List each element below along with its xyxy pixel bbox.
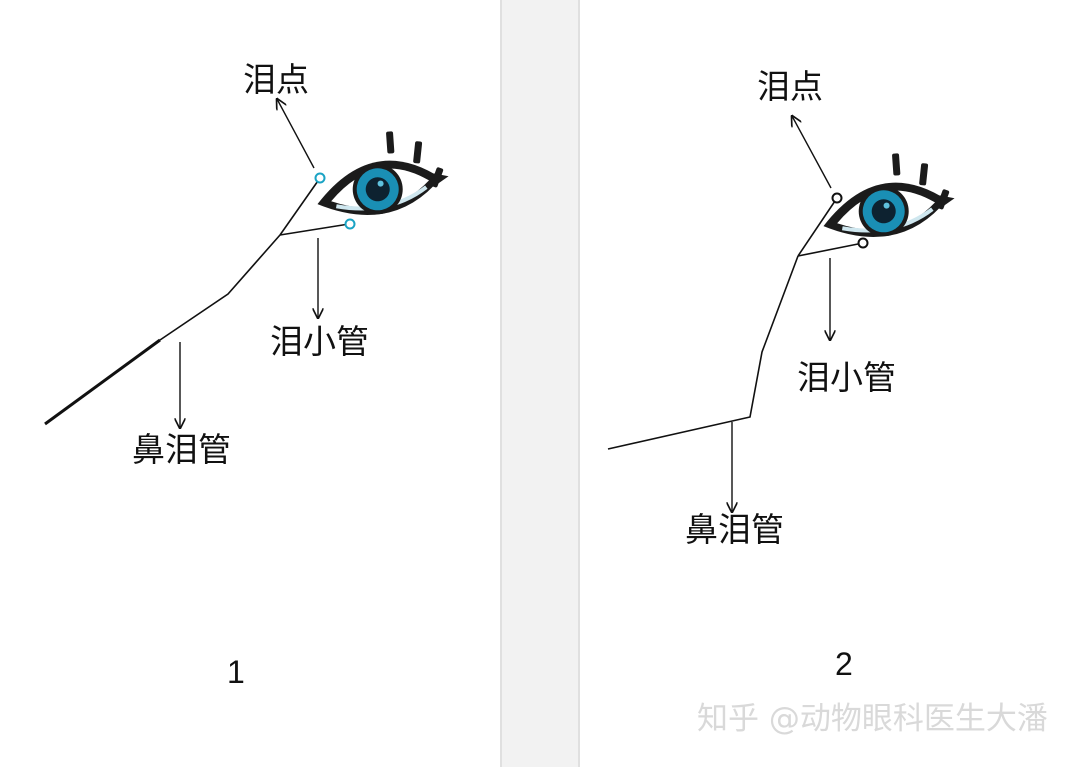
panel-number: 1 <box>227 654 245 690</box>
lower-punctum-marker <box>857 237 869 249</box>
nasolacrimal-duct-label: 鼻泪管 <box>132 430 231 469</box>
punctum-label: 泪点 <box>243 60 309 99</box>
nasolacrimal-duct-line <box>159 234 281 341</box>
punctum-arrow <box>277 99 315 169</box>
panel-number: 2 <box>835 646 853 682</box>
canaliculus-lower-line <box>279 223 350 236</box>
canaliculus-upper-line <box>797 197 838 257</box>
nasolacrimal-duct-label: 鼻泪管 <box>685 510 784 549</box>
eye-icon <box>823 153 955 237</box>
eye-icon <box>317 131 449 215</box>
upper-punctum-marker <box>831 192 843 204</box>
panel-1: 泪点 泪小管 鼻泪管 1 <box>0 0 500 767</box>
nasolacrimal-duct-line-thick <box>44 338 161 426</box>
canaliculus-label: 泪小管 <box>797 358 896 397</box>
nasolacrimal-duct-line <box>607 255 799 450</box>
punctum-arrow <box>792 116 832 189</box>
canaliculus-lower-line <box>797 242 864 257</box>
panel-divider <box>500 0 580 767</box>
panel-2-diagram <box>607 0 955 767</box>
upper-punctum-marker <box>314 172 326 184</box>
panel-2: 泪点 泪小管 鼻泪管 2 <box>580 0 1080 767</box>
watermark: 知乎 @动物眼科医生大潘 <box>697 701 1048 737</box>
canaliculus-label: 泪小管 <box>270 322 369 361</box>
lower-punctum-marker <box>344 218 356 230</box>
punctum-label: 泪点 <box>757 67 823 106</box>
canaliculus-upper-line <box>279 177 321 236</box>
panel-1-diagram <box>44 0 449 767</box>
